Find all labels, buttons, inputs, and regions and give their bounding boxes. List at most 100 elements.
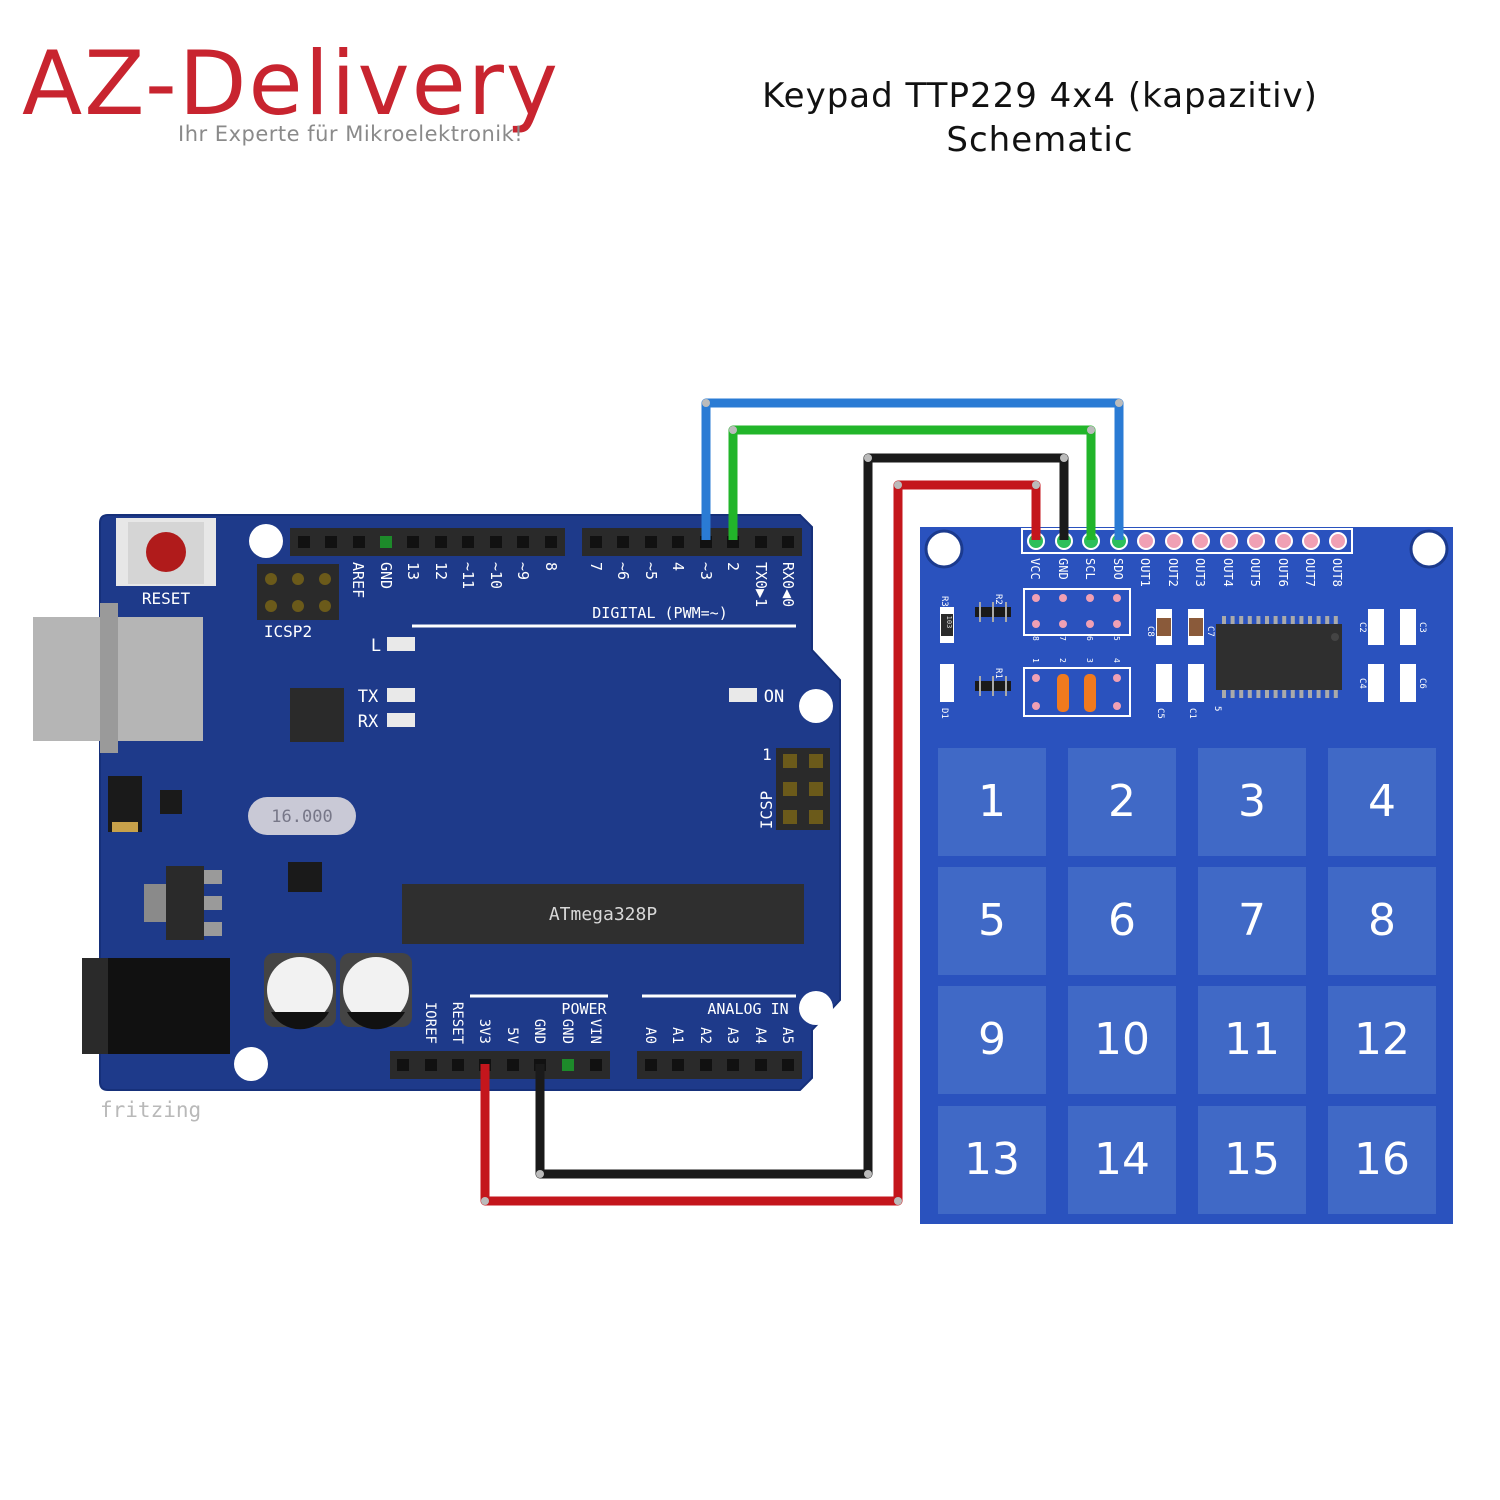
power-pin-socket[interactable]	[397, 1059, 409, 1071]
led-rx	[387, 713, 415, 727]
capacitor-c4	[1368, 664, 1384, 702]
analog-pin-socket[interactable]	[672, 1059, 684, 1071]
touch-key[interactable]	[938, 867, 1046, 975]
digital-pin-label: ~5	[642, 562, 660, 580]
wire-sdo-pin3	[701, 398, 1124, 540]
power-pin-socket[interactable]	[590, 1059, 602, 1071]
digital-pin-socket[interactable]	[782, 536, 794, 548]
c3-label: C3	[1417, 622, 1427, 633]
analog-pin-socket[interactable]	[755, 1059, 767, 1071]
keypad-pin-label: OUT6	[1276, 558, 1290, 587]
keypad-pin-label: SDO	[1111, 558, 1125, 580]
power-pin-socket[interactable]	[562, 1059, 574, 1071]
keypad-pin[interactable]	[1302, 532, 1320, 550]
jumper-label: 2	[1058, 658, 1067, 663]
digital-pin-socket[interactable]	[590, 536, 602, 548]
keypad-pin[interactable]	[1247, 532, 1265, 550]
digital-pin-label: ~10	[487, 562, 505, 589]
led-l-label: L	[371, 636, 381, 656]
keypad-pin[interactable]	[1165, 532, 1183, 550]
digital-pin-label: 4	[669, 562, 687, 571]
diode-d1	[940, 664, 954, 702]
keypad-pin-label: GND	[1056, 558, 1070, 580]
touch-key[interactable]	[1328, 748, 1436, 856]
power-pin-label: GND	[559, 1019, 575, 1044]
digital-pin-socket[interactable]	[353, 536, 365, 548]
touch-key[interactable]	[1068, 748, 1176, 856]
touch-key[interactable]	[1198, 748, 1306, 856]
touch-key[interactable]	[1328, 986, 1436, 1094]
r1-label: R1	[993, 668, 1003, 679]
mounting-hole	[799, 689, 833, 723]
r2-label: R2	[993, 594, 1003, 605]
ic-pin-label: 5	[1212, 706, 1222, 711]
digital-pin-socket[interactable]	[490, 536, 502, 548]
analog-pin-label: A2	[697, 1027, 713, 1044]
keypad-pin-label: OUT2	[1166, 558, 1180, 587]
digital-pin-label: 2	[724, 562, 742, 571]
digital-pin-label: GND	[377, 562, 395, 589]
capacitor-c1	[1188, 664, 1204, 702]
power-pin-socket[interactable]	[507, 1059, 519, 1071]
digital-pin-socket[interactable]	[298, 536, 310, 548]
arduino-uno-board: RESET ICSP2 16.000 ATmega328P	[33, 514, 841, 1122]
digital-pin-socket[interactable]	[672, 536, 684, 548]
touch-key-label: 6	[1108, 895, 1136, 946]
analog-pin-socket[interactable]	[782, 1059, 794, 1071]
digital-pin-socket[interactable]	[755, 536, 767, 548]
analog-pin-socket[interactable]	[700, 1059, 712, 1071]
touch-key[interactable]	[1198, 1106, 1306, 1214]
power-pin-socket[interactable]	[425, 1059, 437, 1071]
touch-key[interactable]	[1068, 986, 1176, 1094]
icsp-pin1-label: 1	[762, 745, 772, 764]
analog-pin-socket[interactable]	[727, 1059, 739, 1071]
touch-key[interactable]	[938, 986, 1046, 1094]
keypad-pin[interactable]	[1137, 532, 1155, 550]
c4-label: C4	[1357, 678, 1367, 689]
power-pin-socket[interactable]	[452, 1059, 464, 1071]
c7-label: C7	[1205, 626, 1215, 637]
capacitor	[340, 953, 412, 1030]
touch-key[interactable]	[1198, 986, 1306, 1094]
touch-key-label: 9	[978, 1014, 1006, 1065]
jumper-cap[interactable]	[1057, 674, 1069, 712]
c6-label: C6	[1417, 678, 1427, 689]
digital-pin-socket[interactable]	[517, 536, 529, 548]
touch-key[interactable]	[938, 1106, 1046, 1214]
keypad-pin[interactable]	[1329, 532, 1347, 550]
crystal-label: 16.000	[271, 807, 332, 827]
digital-pin-socket[interactable]	[617, 536, 629, 548]
jumper-label: 5	[1112, 636, 1121, 641]
jumper-label: 8	[1031, 636, 1040, 641]
digital-label: DIGITAL (PWM=~)	[592, 604, 727, 622]
keypad-pin-label: OUT3	[1193, 558, 1207, 587]
keypad-pin[interactable]	[1275, 532, 1293, 550]
touch-key-label: 16	[1354, 1134, 1410, 1185]
digital-pin-label: AREF	[349, 562, 367, 598]
jumper-label: 6	[1085, 636, 1094, 641]
jumper-label: 7	[1058, 636, 1067, 641]
digital-pin-socket[interactable]	[407, 536, 419, 548]
digital-pin-socket[interactable]	[545, 536, 557, 548]
digital-pin-socket[interactable]	[325, 536, 337, 548]
touch-key[interactable]	[938, 748, 1046, 856]
wires	[480, 398, 1124, 1206]
keypad-pin[interactable]	[1220, 532, 1238, 550]
analog-pin-socket[interactable]	[645, 1059, 657, 1071]
touch-key[interactable]	[1068, 1106, 1176, 1214]
digital-pin-socket[interactable]	[435, 536, 447, 548]
digital-pin-socket[interactable]	[645, 536, 657, 548]
digital-header-b	[582, 528, 802, 556]
digital-pin-socket[interactable]	[380, 536, 392, 548]
touch-key[interactable]	[1198, 867, 1306, 975]
touch-key[interactable]	[1328, 867, 1436, 975]
touch-key[interactable]	[1328, 1106, 1436, 1214]
jumper-label: 1	[1031, 658, 1040, 663]
touch-key[interactable]	[1068, 867, 1176, 975]
c2-label: C2	[1357, 622, 1367, 633]
jumper-cap[interactable]	[1084, 674, 1096, 712]
chip-label: ATmega328P	[549, 904, 658, 925]
keypad-pin[interactable]	[1192, 532, 1210, 550]
digital-pin-socket[interactable]	[462, 536, 474, 548]
c1-label: C1	[1187, 708, 1197, 719]
